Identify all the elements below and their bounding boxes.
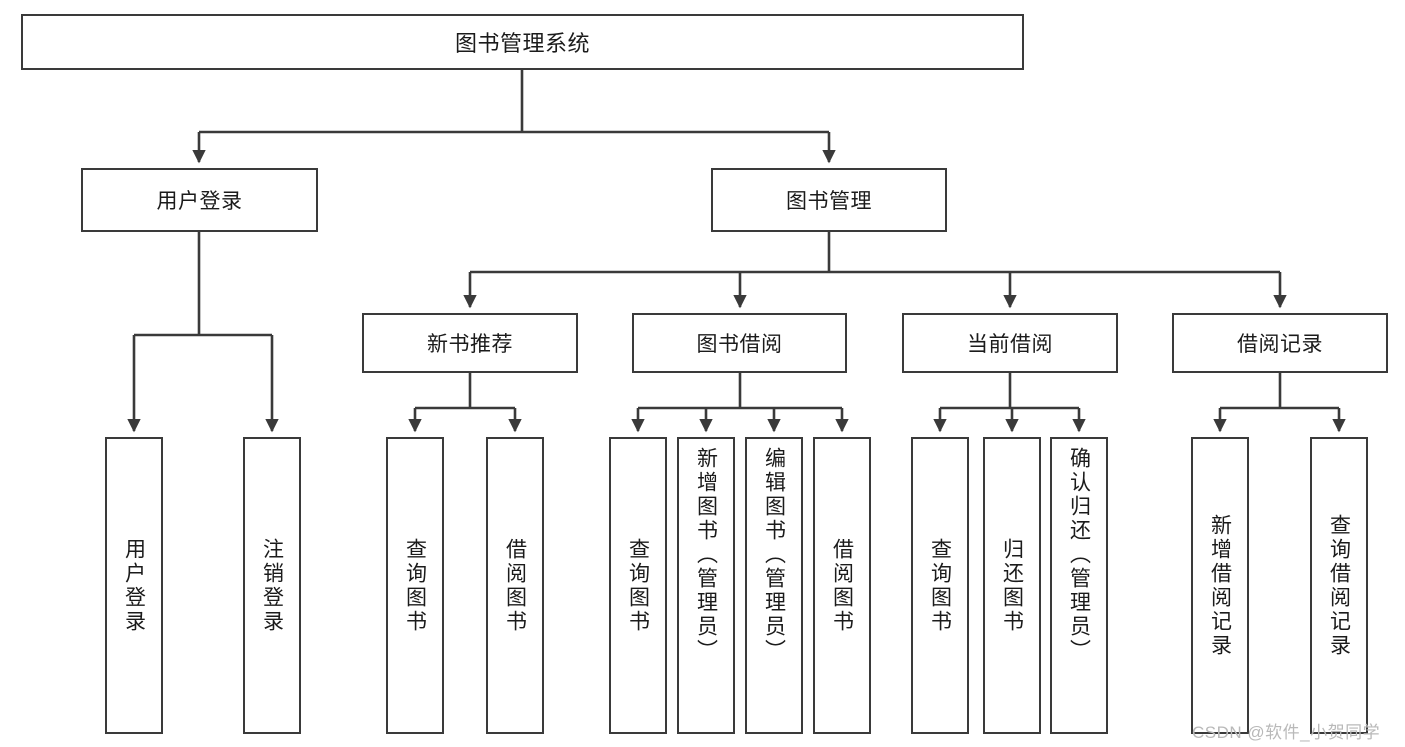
node-leaf-borrow-book[interactable]: 借阅图书 (813, 437, 871, 734)
node-book-manage-label: 图书管理 (786, 190, 872, 213)
node-leaf-query-book-borrow[interactable]: 查询图书 (609, 437, 667, 734)
node-root-label: 图书管理系统 (454, 31, 590, 56)
node-leaf-query-borrow-record[interactable]: 查询借阅记录 (1310, 437, 1368, 734)
node-user-login-label: 用户登录 (156, 190, 243, 213)
node-user-login[interactable]: 用户登录 (81, 168, 318, 232)
node-leaf-add-borrow-record-label: 新增借阅记录 (1208, 513, 1232, 658)
node-book-manage[interactable]: 图书管理 (711, 168, 947, 232)
node-leaf-query-book-borrow-label: 查询图书 (626, 537, 650, 634)
node-leaf-user-login-label: 用户登录 (122, 537, 146, 634)
node-leaf-borrow-book-recommend[interactable]: 借阅图书 (486, 437, 544, 734)
node-leaf-query-book-current[interactable]: 查询图书 (911, 437, 969, 734)
node-leaf-borrow-book-recommend-label: 借阅图书 (503, 537, 527, 634)
node-leaf-query-borrow-record-label: 查询借阅记录 (1327, 513, 1351, 658)
node-leaf-add-book-admin[interactable]: 新增图书（管理员） (677, 437, 735, 734)
node-leaf-query-book-current-label: 查询图书 (928, 537, 952, 634)
node-borrow-record[interactable]: 借阅记录 (1172, 313, 1388, 373)
node-leaf-edit-book-admin[interactable]: 编辑图书（管理员） (745, 437, 803, 734)
node-leaf-return-book-label: 归还图书 (1000, 537, 1024, 634)
node-leaf-logout[interactable]: 注销登录 (243, 437, 301, 734)
csdn-watermark: CSDN @软件_小贺同学 (1192, 723, 1381, 742)
node-root-system[interactable]: 图书管理系统 (21, 14, 1024, 70)
node-leaf-query-book-recommend-label: 查询图书 (403, 537, 427, 634)
node-leaf-user-login[interactable]: 用户登录 (105, 437, 163, 734)
node-leaf-query-book-recommend[interactable]: 查询图书 (386, 437, 444, 734)
node-new-book-recommend-label: 新书推荐 (427, 333, 513, 356)
node-borrow-record-label: 借阅记录 (1237, 333, 1323, 356)
node-book-borrow[interactable]: 图书借阅 (632, 313, 847, 373)
node-current-borrow-label: 当前借阅 (967, 333, 1053, 356)
node-new-book-recommend[interactable]: 新书推荐 (362, 313, 578, 373)
node-leaf-confirm-return-admin[interactable]: 确认归还（管理员） (1050, 437, 1108, 734)
node-current-borrow[interactable]: 当前借阅 (902, 313, 1118, 373)
node-leaf-borrow-book-label: 借阅图书 (830, 537, 854, 634)
node-leaf-confirm-return-admin-label: 确认归还（管理员） (1067, 447, 1091, 663)
node-leaf-add-book-admin-label: 新增图书（管理员） (694, 447, 718, 663)
node-leaf-edit-book-admin-label: 编辑图书（管理员） (762, 447, 786, 663)
node-leaf-add-borrow-record[interactable]: 新增借阅记录 (1191, 437, 1249, 734)
node-leaf-logout-label: 注销登录 (260, 537, 284, 634)
node-leaf-return-book[interactable]: 归还图书 (983, 437, 1041, 734)
node-book-borrow-label: 图书借阅 (696, 333, 783, 356)
